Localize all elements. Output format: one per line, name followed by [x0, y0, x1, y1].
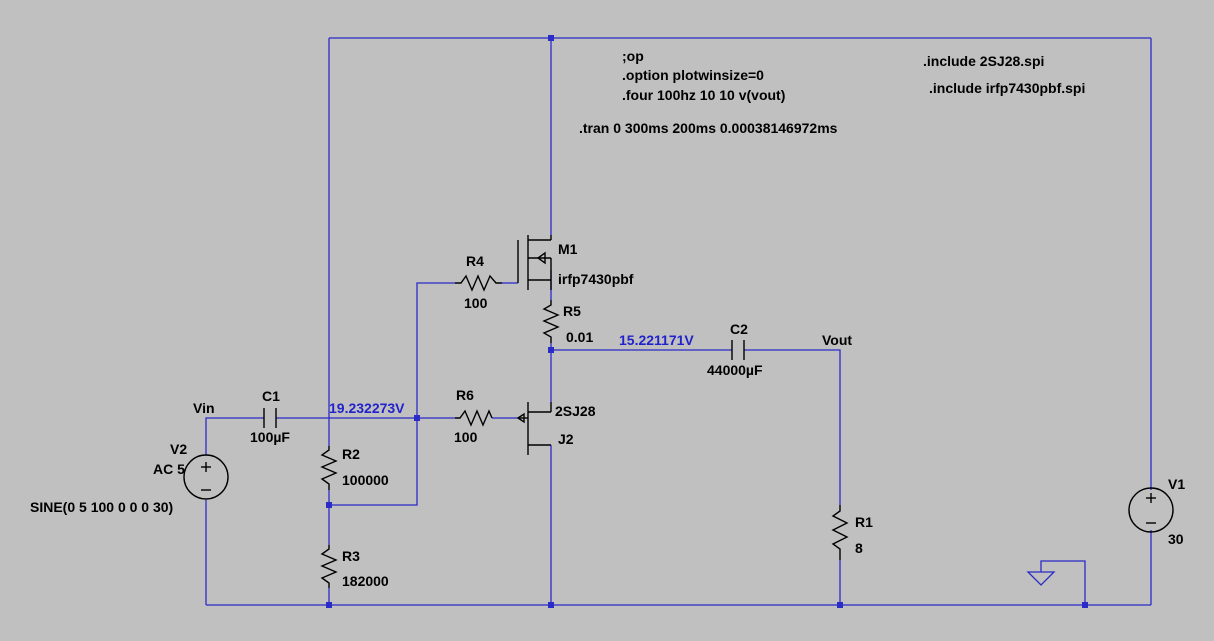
directive-tran[interactable]: .tran 0 300ms 200ms 0.00038146972ms [579, 120, 838, 136]
label-m1-value[interactable]: irfp7430pbf [558, 271, 634, 287]
ground-icon [1026, 571, 1056, 586]
label-c1-value[interactable]: 100µF [250, 429, 290, 445]
directive-four[interactable]: .four 100hz 10 10 v(vout) [622, 87, 785, 103]
label-r4-name[interactable]: R4 [466, 253, 484, 269]
junction-node [326, 602, 332, 608]
label-j2-value[interactable]: 2SJ28 [555, 403, 596, 419]
capacitor-c2[interactable] [731, 340, 745, 360]
resistor-r3[interactable] [320, 545, 338, 588]
junctions [326, 35, 1088, 608]
resistor-r6[interactable] [455, 409, 493, 427]
resistor-r2[interactable] [320, 446, 338, 490]
label-v1-value[interactable]: 30 [1168, 531, 1184, 547]
label-c1-name[interactable]: C1 [262, 388, 280, 404]
resistor-r1[interactable] [831, 505, 849, 560]
voltage-source-v2[interactable] [183, 454, 229, 500]
directive-option[interactable]: .option plotwinsize=0 [622, 67, 764, 83]
jfet-j2[interactable] [516, 402, 552, 455]
label-r1-value[interactable]: 8 [855, 540, 863, 556]
mosfet-m1[interactable] [517, 235, 552, 290]
label-j2-name[interactable]: J2 [558, 431, 574, 447]
label-r5-name[interactable]: R5 [563, 303, 581, 319]
wire-r2-junction[interactable] [329, 418, 418, 506]
junction-node [548, 602, 554, 608]
label-v2-name[interactable]: V2 [170, 441, 187, 457]
net-label-vin[interactable]: Vin [193, 400, 215, 416]
label-c2-value[interactable]: 44000µF [707, 362, 763, 378]
junction-node [414, 415, 420, 421]
label-r3-value[interactable]: 182000 [342, 573, 389, 589]
label-r6-value[interactable]: 100 [454, 429, 478, 445]
directive-include-irfp7430[interactable]: .include irfp7430pbf.spi [929, 80, 1085, 96]
junction-node [837, 602, 843, 608]
directive-op[interactable]: ;op [622, 48, 644, 64]
junction-node [326, 502, 332, 508]
wire-ground-symbol[interactable] [1040, 560, 1086, 605]
voltage-source-v1[interactable] [1128, 487, 1174, 533]
wires [205, 37, 1152, 606]
label-r5-value[interactable]: 0.01 [566, 329, 593, 345]
label-v2-value[interactable]: AC 5 [153, 461, 185, 477]
resistor-r4[interactable] [455, 274, 502, 292]
label-c2-name[interactable]: C2 [730, 321, 748, 337]
wire-vin[interactable] [205, 417, 264, 455]
label-r1-name[interactable]: R1 [855, 514, 873, 530]
junction-node [548, 35, 554, 41]
node-voltage-source: 15.221171V [619, 332, 694, 348]
label-r6-name[interactable]: R6 [456, 387, 474, 403]
capacitor-c1[interactable] [263, 408, 277, 428]
label-m1-name[interactable]: M1 [558, 241, 578, 257]
junction-node [1082, 602, 1088, 608]
node-voltage-gate: 19.232273V [329, 400, 405, 416]
resistor-r5[interactable] [542, 300, 560, 343]
wire-r4-left[interactable] [416, 282, 455, 418]
net-label-vout[interactable]: Vout [822, 332, 852, 348]
directive-include-2sj28[interactable]: .include 2SJ28.spi [923, 53, 1044, 69]
label-r2-name[interactable]: R2 [342, 446, 360, 462]
label-r3-name[interactable]: R3 [342, 548, 360, 564]
wire-c2-vout[interactable] [744, 349, 841, 505]
label-r2-value[interactable]: 100000 [342, 472, 389, 488]
label-v1-name[interactable]: V1 [1168, 476, 1185, 492]
label-v2-spec[interactable]: SINE(0 5 100 0 0 0 30) [30, 499, 173, 515]
junction-node [548, 347, 554, 353]
label-r4-value[interactable]: 100 [464, 295, 488, 311]
